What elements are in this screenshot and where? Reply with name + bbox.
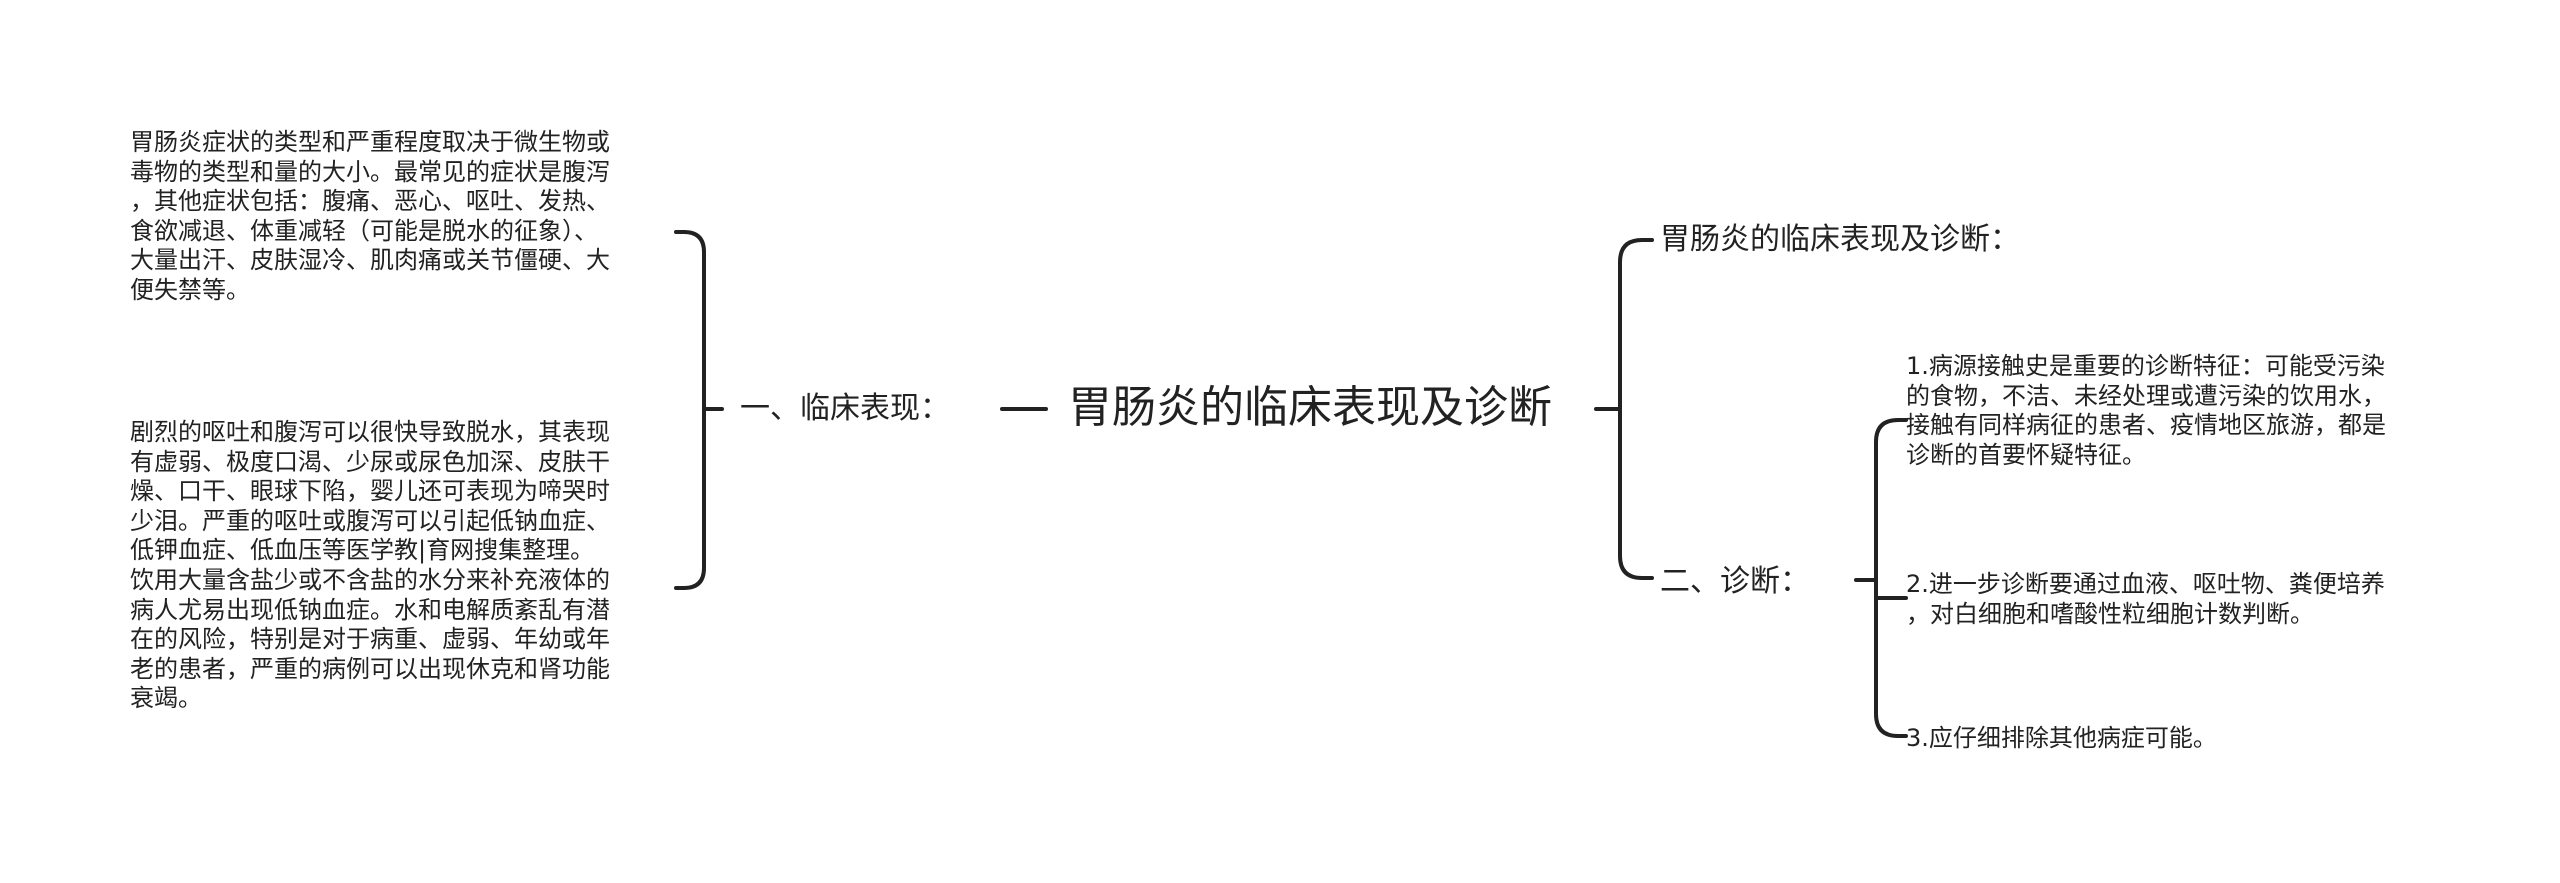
branch-diagnosis[interactable]: 二、诊断： [1660,564,1810,599]
leaf-clinical-symptoms[interactable]: 胃肠炎症状的类型和严重程度取决于微生物或 毒物的类型和量的大小。最常见的症状是腹… [130,128,610,304]
leaf-clinical-dehydration[interactable]: 剧烈的呕吐和腹泻可以很快导致脱水，其表现 有虚弱、极度口渴、少尿或尿色加深、皮肤… [130,418,610,713]
leaf-diagnosis-2[interactable]: 2.进一步诊断要通过血液、呕吐物、粪便培养 ，对白细胞和嗜酸性粒细胞计数判断。 [1906,570,2385,628]
root-topic[interactable]: 胃肠炎的临床表现及诊断 [1068,382,1552,433]
branch-title-repeat[interactable]: 胃肠炎的临床表现及诊断： [1660,222,2020,257]
bracket-diag [1874,418,1900,738]
bracket-clinical [682,230,706,590]
bracket-right [1618,238,1644,580]
leaf-diagnosis-1[interactable]: 1.病源接触史是重要的诊断特征：可能受污染 的食物，不洁、未经处理或遭污染的饮用… [1906,352,2386,469]
leaf-diagnosis-3[interactable]: 3.应仔细排除其他病症可能。 [1906,724,2217,752]
branch-clinical-manifestations[interactable]: 一、临床表现： [740,391,950,426]
